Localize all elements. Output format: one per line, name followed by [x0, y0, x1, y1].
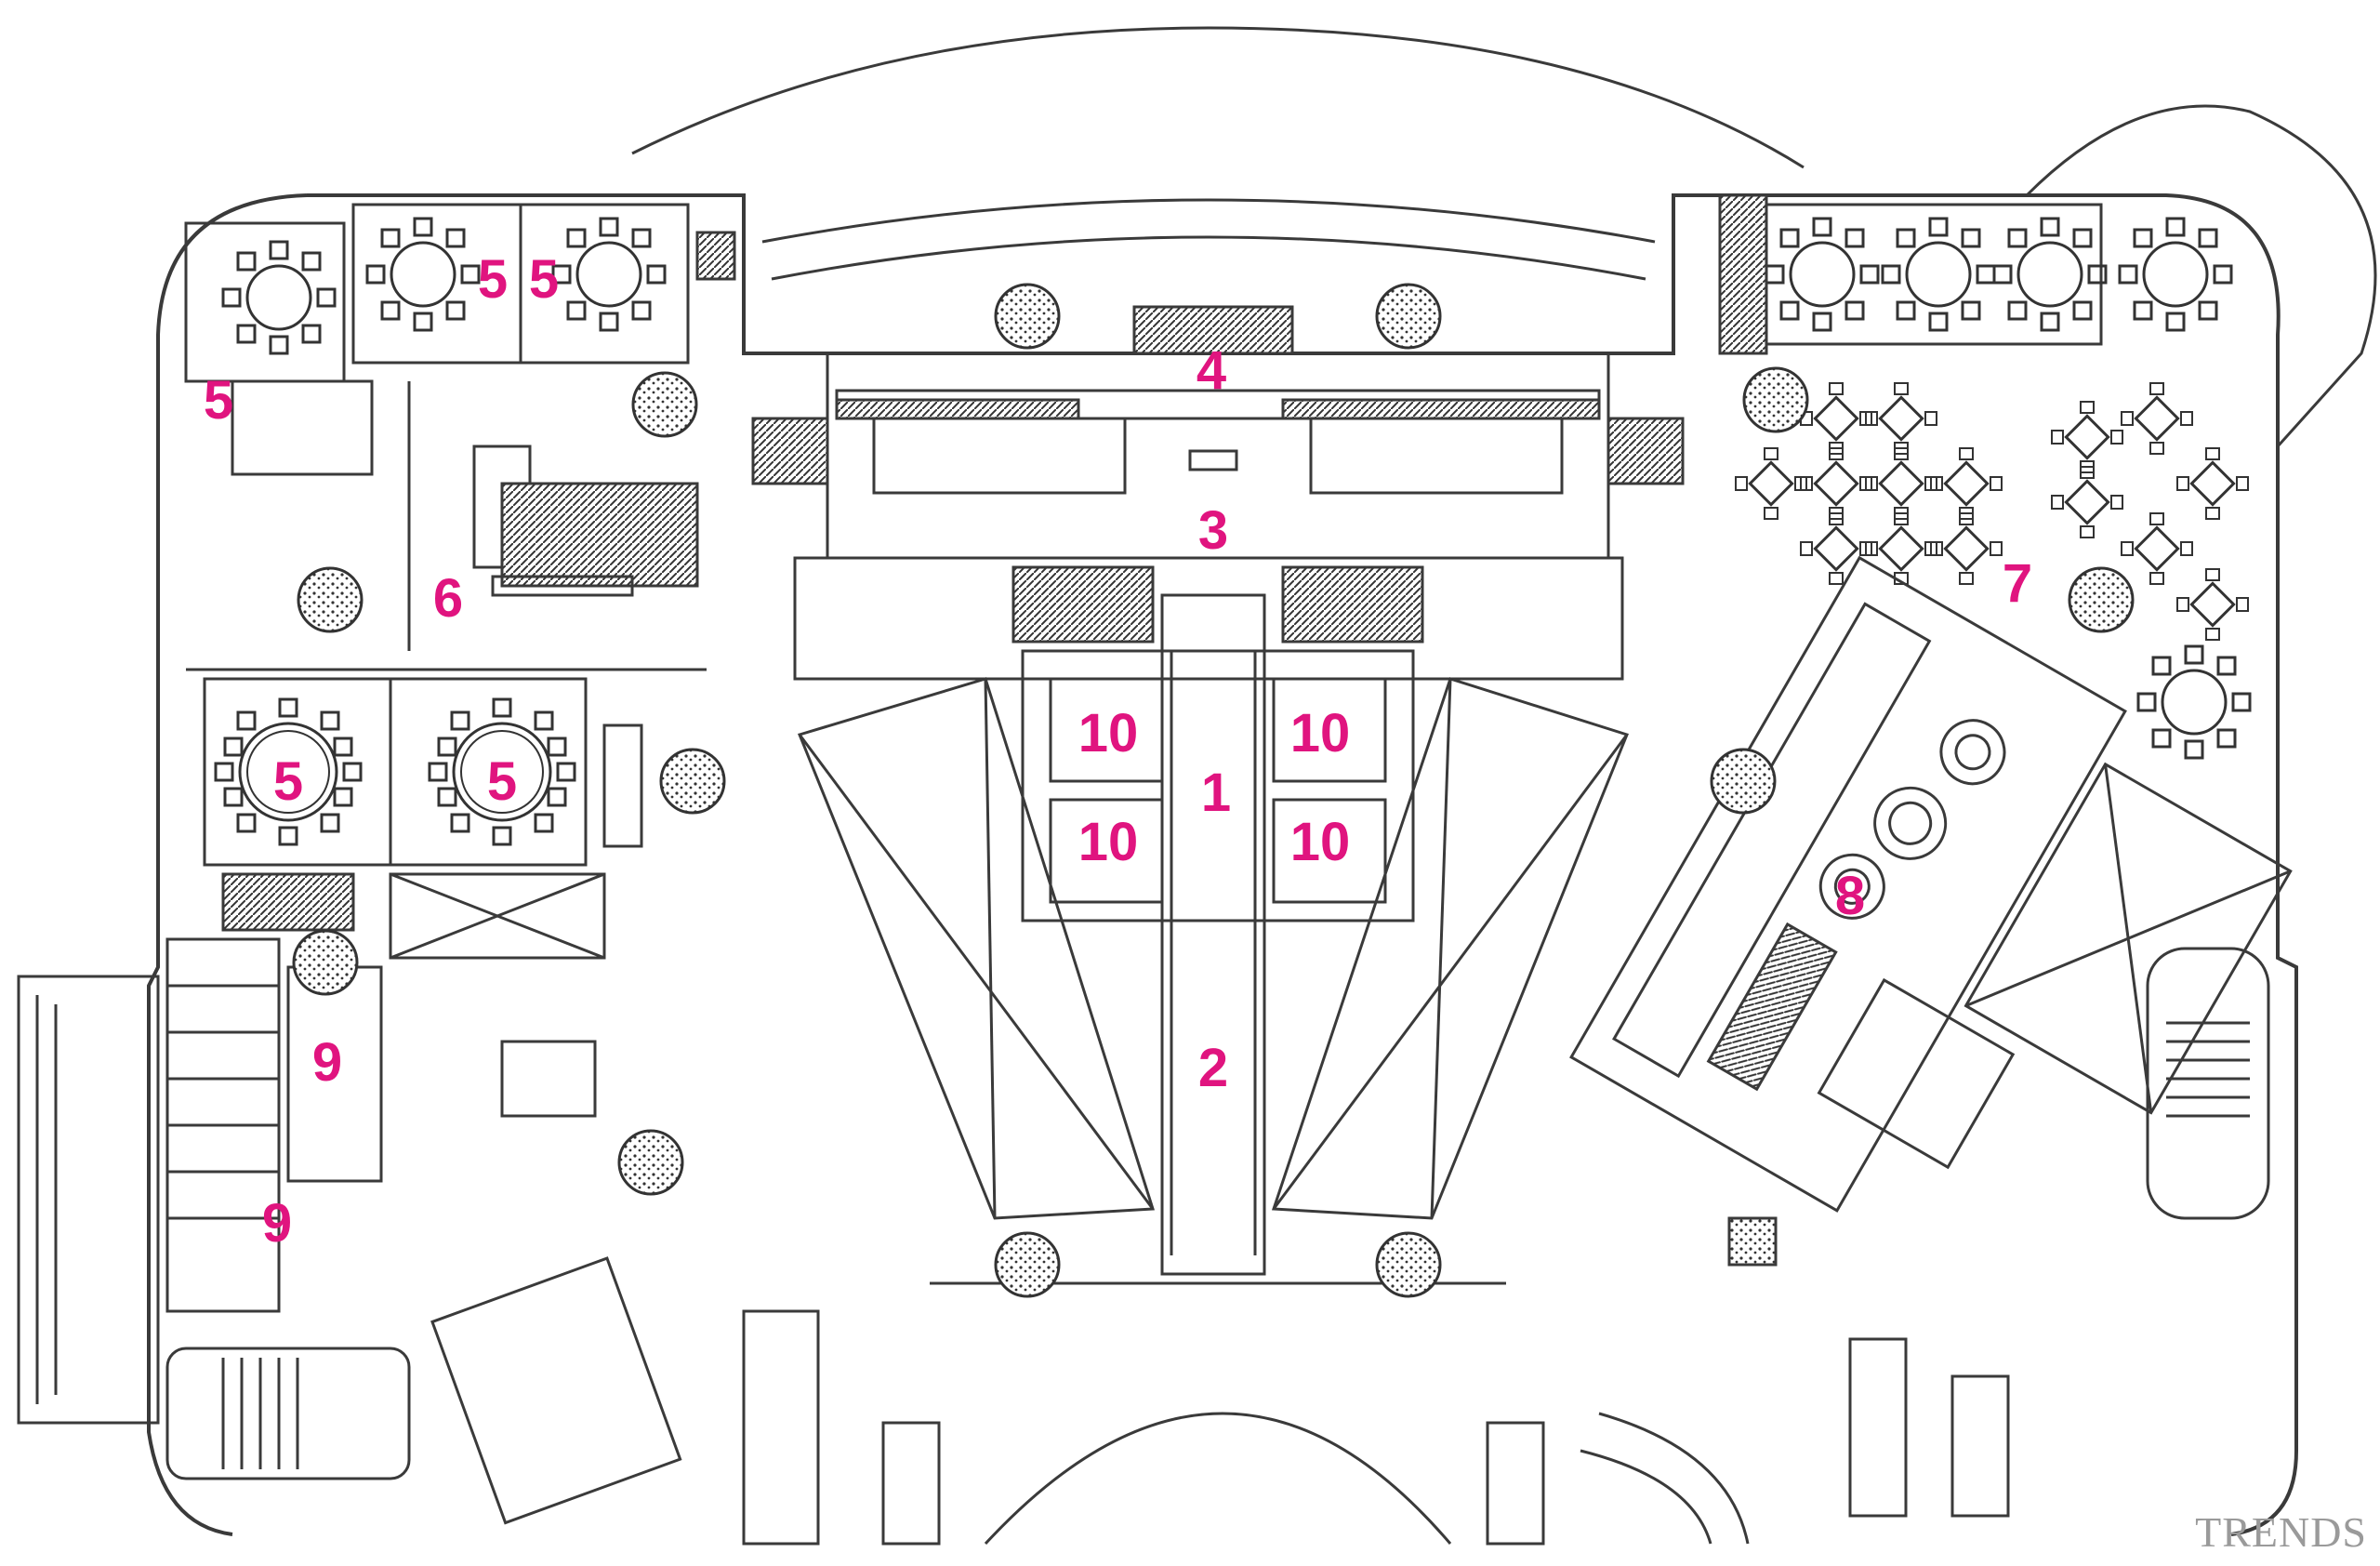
label-10-d: 10: [1290, 812, 1351, 872]
open-kitchen-bar: [1569, 555, 2293, 1213]
label-5-e: 5: [487, 751, 517, 812]
label-4: 4: [1197, 340, 1226, 401]
private-dining-top-left: [184, 203, 736, 476]
label-9-b: 9: [262, 1193, 292, 1254]
label-8: 8: [1835, 866, 1865, 926]
label-5-a: 5: [478, 249, 508, 310]
central-kitchen: [751, 305, 1685, 560]
lounge-area: [186, 381, 707, 671]
private-dining-left: [203, 677, 643, 932]
label-1: 1: [1201, 763, 1231, 823]
label-10-a: 10: [1078, 703, 1139, 763]
label-5-d: 5: [273, 751, 303, 812]
right-stair: [1727, 947, 2270, 1518]
label-10-c: 10: [1078, 812, 1139, 872]
room-labels: 1 2 3 4 5 5 5 5 5 6 7 8 9 9 10 10 10 10: [204, 249, 2032, 1254]
entrance: [430, 1256, 1750, 1546]
restrooms: [165, 872, 606, 1480]
label-5-c: 5: [204, 370, 233, 431]
label-10-b: 10: [1290, 703, 1351, 763]
label-9-a: 9: [312, 1032, 342, 1093]
label-7: 7: [2003, 553, 2032, 614]
label-5-b: 5: [529, 249, 559, 310]
label-2: 2: [1198, 1038, 1228, 1098]
left-deck: [17, 975, 160, 1425]
brand-watermark: TRENDS: [2195, 1508, 2367, 1556]
label-6: 6: [433, 568, 463, 629]
label-3: 3: [1198, 500, 1228, 561]
building-outline: [147, 26, 2377, 1546]
central-lobby: [793, 556, 1629, 1285]
dining-area-right: [1718, 193, 2252, 760]
